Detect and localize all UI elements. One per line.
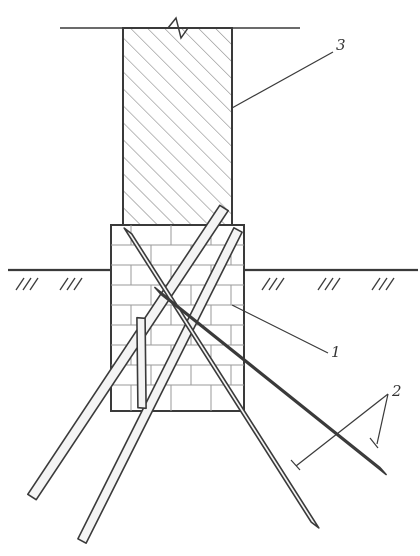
leader-wall	[231, 51, 334, 109]
leader-pile-a	[295, 393, 389, 467]
pile-4	[154, 286, 387, 476]
leader-pile-b	[376, 393, 389, 445]
ground	[8, 268, 418, 291]
label-foundation: 1	[331, 343, 341, 361]
wall	[60, 16, 300, 226]
soil-hatch-marks	[15, 277, 395, 291]
pile-5	[136, 316, 147, 410]
piles	[26, 204, 387, 545]
wall-break-mark	[167, 16, 189, 40]
label-piles: 2	[391, 382, 402, 400]
pile-2	[77, 227, 243, 545]
wall-body	[122, 27, 233, 226]
pile-1	[26, 204, 229, 501]
callout-leaders	[231, 51, 389, 471]
leader-pile-a-tick	[290, 459, 301, 471]
label-wall: 3	[336, 36, 346, 54]
leader-foundation	[231, 304, 329, 354]
leader-pile-b-tick	[369, 437, 379, 449]
